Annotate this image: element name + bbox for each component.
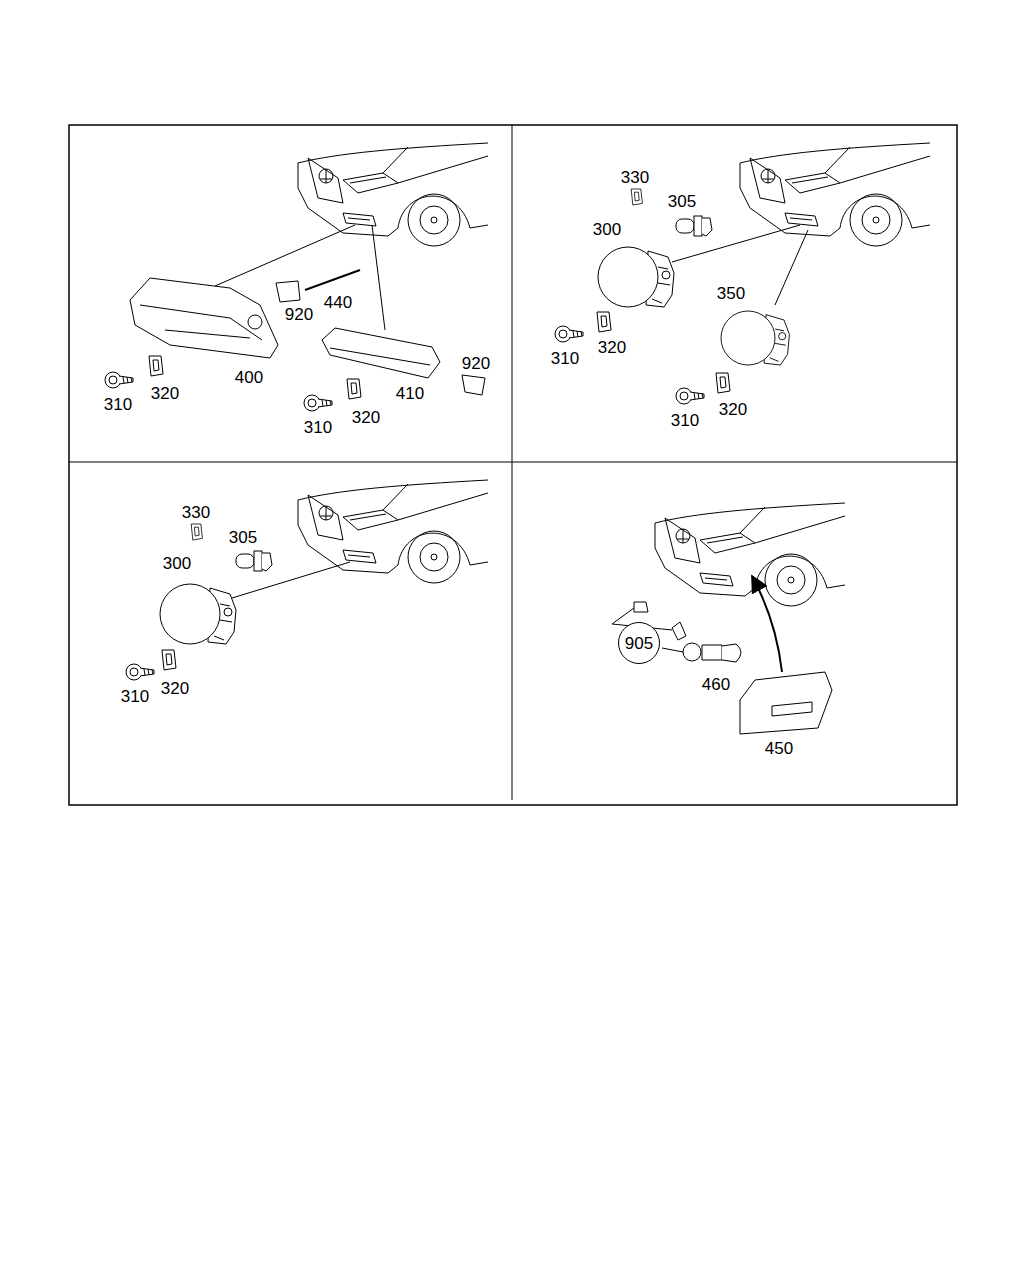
callout-number: 320 [351,409,381,426]
callout-number: 310 [120,688,150,705]
callout-number: 330 [620,169,650,186]
callout-number: 300 [592,221,622,238]
callout-circle: 905 [618,622,660,664]
callout-number: 300 [162,555,192,572]
callout-number: 330 [181,504,211,521]
callout-number: 920 [284,306,314,323]
callout-number: 320 [597,339,627,356]
callout-number: 320 [160,680,190,697]
callout-number: 310 [670,412,700,429]
callout-number: 440 [323,294,353,311]
callout-number: 920 [461,355,491,372]
callout-number: 460 [701,676,731,693]
callout-number: 305 [228,529,258,546]
callout-number: 310 [550,350,580,367]
callout-number: 905 [625,635,653,652]
callout-number: 320 [718,401,748,418]
callout-number: 350 [716,285,746,302]
callout-number: 310 [303,419,333,436]
callout-number: 310 [103,396,133,413]
callout-number: 320 [150,385,180,402]
callout-number: 410 [395,385,425,402]
callout-number: 450 [764,740,794,757]
callout-number: 305 [667,193,697,210]
callout-number: 400 [234,369,264,386]
